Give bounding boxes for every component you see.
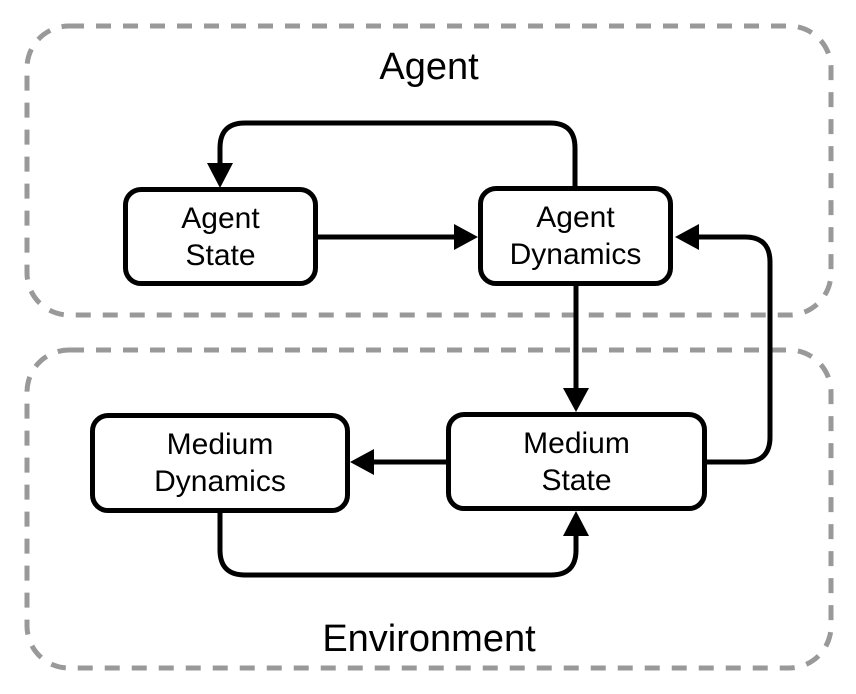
edge-agent-dynamics-to-medium-state-arrowhead-icon — [563, 388, 589, 412]
edge-agent-dynamics-to-agent-state-arrowhead-icon — [207, 163, 233, 188]
node-agent-dynamics-label: Agent Dynamics — [509, 201, 642, 271]
edge-medium-dynamics-to-medium-state — [217, 511, 579, 578]
node-medium-dynamics-label: Medium Dynamics — [154, 428, 286, 498]
agent-group-label: Agent — [379, 46, 479, 88]
node-agent-state-label: Agent State — [181, 201, 260, 272]
edge-agent-dynamics-to-agent-state — [217, 120, 578, 188]
edge-medium-state-to-agent-dynamics-arrowhead-icon — [675, 224, 699, 250]
environment-group-label: Environment — [322, 618, 536, 660]
edge-medium-state-to-agent-dynamics — [699, 234, 773, 465]
node-medium-dynamics: Medium Dynamics — [90, 413, 350, 513]
edge-agent-state-to-agent-dynamics-arrowhead-icon — [454, 224, 478, 250]
node-medium-state: Medium State — [446, 412, 707, 511]
agent-group-outline — [24, 23, 834, 318]
node-agent-state: Agent State — [123, 187, 318, 286]
node-medium-state-label: Medium State — [523, 426, 630, 497]
environment-group-outline — [24, 347, 834, 671]
node-agent-dynamics: Agent Dynamics — [478, 186, 673, 286]
edge-medium-dynamics-to-medium-state-arrowhead-icon — [563, 511, 589, 536]
edge-medium-state-to-medium-dynamics-arrowhead-icon — [350, 449, 374, 475]
